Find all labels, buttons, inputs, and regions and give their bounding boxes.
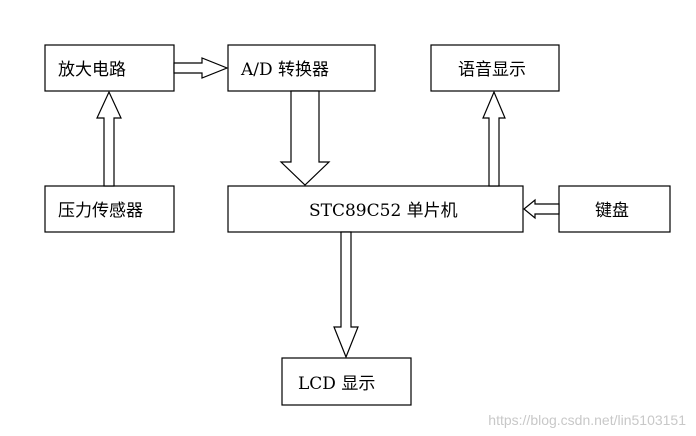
label-lcd: LCD 显示 <box>298 374 375 394</box>
watermark-url: https://blog.csdn.net/lin5103151 <box>488 412 686 428</box>
arrow-amplifier-to-adc <box>173 57 229 79</box>
block-lcd: LCD 显示 <box>281 357 412 406</box>
label-adc: A/D 转换器 <box>240 60 329 80</box>
label-pressure-sensor: 压力传感器 <box>58 201 143 221</box>
arrow-mcu-to-voice <box>482 90 506 187</box>
block-voice-display: 语音显示 <box>430 44 560 92</box>
label-keyboard: 键盘 <box>595 201 629 221</box>
label-amplifier: 放大电路 <box>58 60 126 80</box>
block-amplifier: 放大电路 <box>44 44 175 92</box>
arrow-keyboard-to-mcu <box>523 198 560 220</box>
block-keyboard: 键盘 <box>558 185 671 233</box>
arrow-sensor-to-amplifier <box>96 90 122 187</box>
block-pressure-sensor: 压力传感器 <box>44 185 175 233</box>
block-adc: A/D 转换器 <box>227 44 376 92</box>
block-mcu: STC89C52 单片机 <box>227 185 524 233</box>
arrow-adc-to-mcu <box>279 90 331 186</box>
label-voice-display: 语音显示 <box>458 60 526 80</box>
label-mcu: STC89C52 单片机 <box>309 201 458 221</box>
arrow-mcu-to-lcd <box>333 231 359 359</box>
